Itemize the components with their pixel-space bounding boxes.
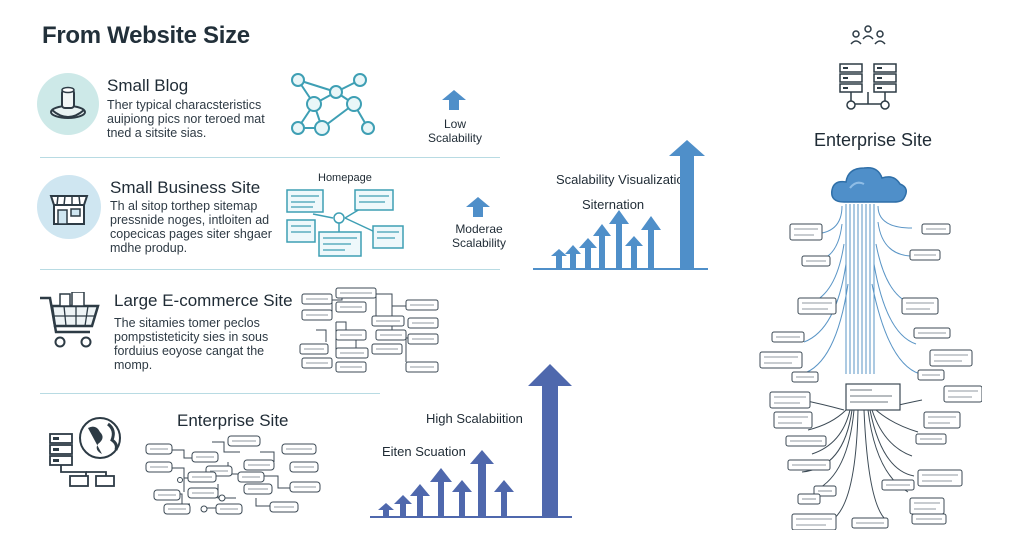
cart-icon [38,291,102,350]
arrow-up-icon [442,90,466,115]
viz-top-subtitle: Siternation [582,197,645,212]
viz-top-title: Scalability Visualization [556,172,691,187]
divider [40,393,380,394]
bowl-icon [36,72,100,136]
people-server-icon [836,24,900,114]
viz-bottom-subtitle: Eiten Scuation [382,444,466,459]
section-title-small-business: Small Business Site [110,178,261,197]
enterprise-right-title: Enterprise Site [814,130,933,150]
scalability-arrows-bottom [370,362,572,520]
network-icon [286,70,382,144]
arrow-up-icon [466,197,490,222]
ecommerce-sitemap-diagram [296,282,442,378]
section-title-large-ecommerce: Large E-commerce Site [114,291,293,310]
storefront-icon [36,174,102,240]
divider [40,269,500,270]
section-title-enterprise: Enterprise Site [177,411,289,430]
sitemap-icon [285,186,405,258]
cloud-icon [828,162,910,206]
scalability-arrows-top [533,138,708,272]
page-title: From Website Size [42,22,250,49]
divider [40,157,500,158]
homepage-label: Homepage [318,172,372,184]
section-title-small-blog: Small Blog [107,76,189,95]
enterprise-tree-diagram [752,204,983,531]
enterprise-sitemap-diagram [144,432,322,518]
viz-bottom-title: High Scalabiition [426,411,523,426]
globe-server-icon [46,414,130,490]
